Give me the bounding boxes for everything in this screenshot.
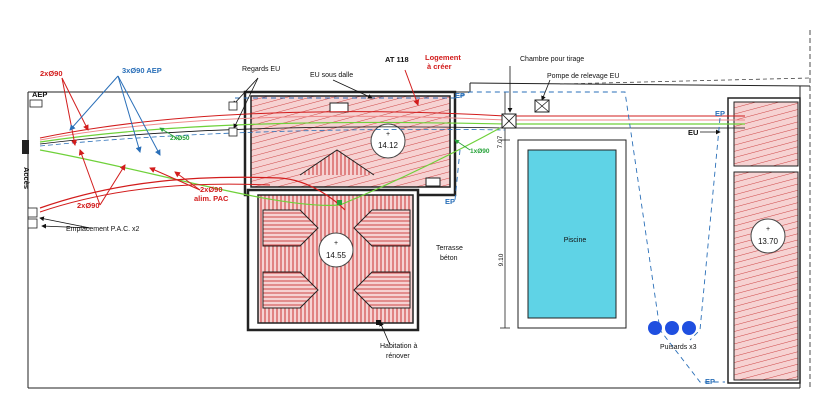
puisard [682, 321, 696, 335]
elevation-plus: + [766, 226, 770, 233]
puisard [665, 321, 679, 335]
pompe-relevage-symbol [534, 99, 550, 113]
pompe-relevage-label: Pompe de relevage EU [547, 73, 619, 80]
habitation-label-line2: rénover [386, 353, 410, 360]
elevation-habitation: 14.55 [326, 251, 347, 260]
puisard [648, 321, 662, 335]
piscine-label: Piscine [564, 237, 587, 244]
elevation-plus: + [386, 131, 390, 138]
green-2x50-label: 2xØ50 [170, 135, 190, 142]
aep-left-label: AEP [32, 90, 47, 99]
chambre-tirage-symbol [501, 113, 517, 129]
equipment-symbols [22, 99, 696, 335]
ep-top-label: EP [455, 91, 465, 100]
pac-unit [27, 207, 38, 218]
habitation-label-line1: Habitation à [380, 343, 417, 350]
habitation-building: + 14.55 [246, 149, 420, 332]
dimension-910-label: 9.10 [498, 253, 505, 266]
pool [517, 139, 627, 329]
aep-box [29, 99, 43, 108]
elevation-logement: 14.12 [378, 141, 399, 150]
green-1x90-label: 1xØ90 [470, 148, 490, 155]
pipe-network [39, 91, 745, 383]
at118-label: AT 118 [385, 55, 409, 64]
acces-label: Accès [22, 167, 31, 189]
logement-label-line2: à créer [427, 62, 452, 71]
emplacement-pac-label: Emplacement P.A.C. x2 [66, 226, 140, 233]
logement-label-line1: Logement [425, 53, 461, 62]
ep-mid-label: EP [445, 197, 455, 206]
green-connection [337, 200, 342, 205]
pac-unit [27, 218, 38, 229]
blue-3x90-aep-label: 3xØ90 AEP [122, 66, 162, 75]
red-alim-label-line1: 2xØ90 [200, 185, 223, 194]
dimension-lines [500, 92, 510, 329]
acces-gate [22, 140, 29, 154]
red-alim-label-line2: alim. PAC [194, 194, 229, 203]
eu-right-label: EU [688, 128, 698, 137]
dimension-707-label: 7.07 [497, 135, 504, 148]
habitation-connection [376, 320, 381, 325]
ep-bottom-label: EP [705, 377, 715, 386]
elevation-right-strip: 13.70 [758, 237, 779, 246]
red-2x90-mid-label: 2xØ90 [77, 201, 100, 210]
terrasse-label-line1: Terrasse [436, 245, 463, 252]
terrasse-label-line2: béton [440, 255, 458, 262]
annotation-arrows [39, 66, 721, 346]
elevation-plus: + [334, 240, 338, 247]
puisards-label: Puisards x3 [660, 344, 697, 351]
chambre-tirage-label: Chambre pour tirage [520, 56, 584, 63]
regard-eu [228, 127, 238, 137]
eu-sous-dalle-label: EU sous dalle [310, 72, 353, 79]
regard-eu [228, 101, 238, 111]
ep-right-top-label: EP [715, 109, 725, 118]
right-strip: + 13.70 [727, 97, 801, 384]
red-2x90-top-label: 2xØ90 [40, 69, 63, 78]
logement-building: + 14.12 [243, 90, 457, 197]
regards-eu-label: Regards EU [242, 66, 280, 73]
